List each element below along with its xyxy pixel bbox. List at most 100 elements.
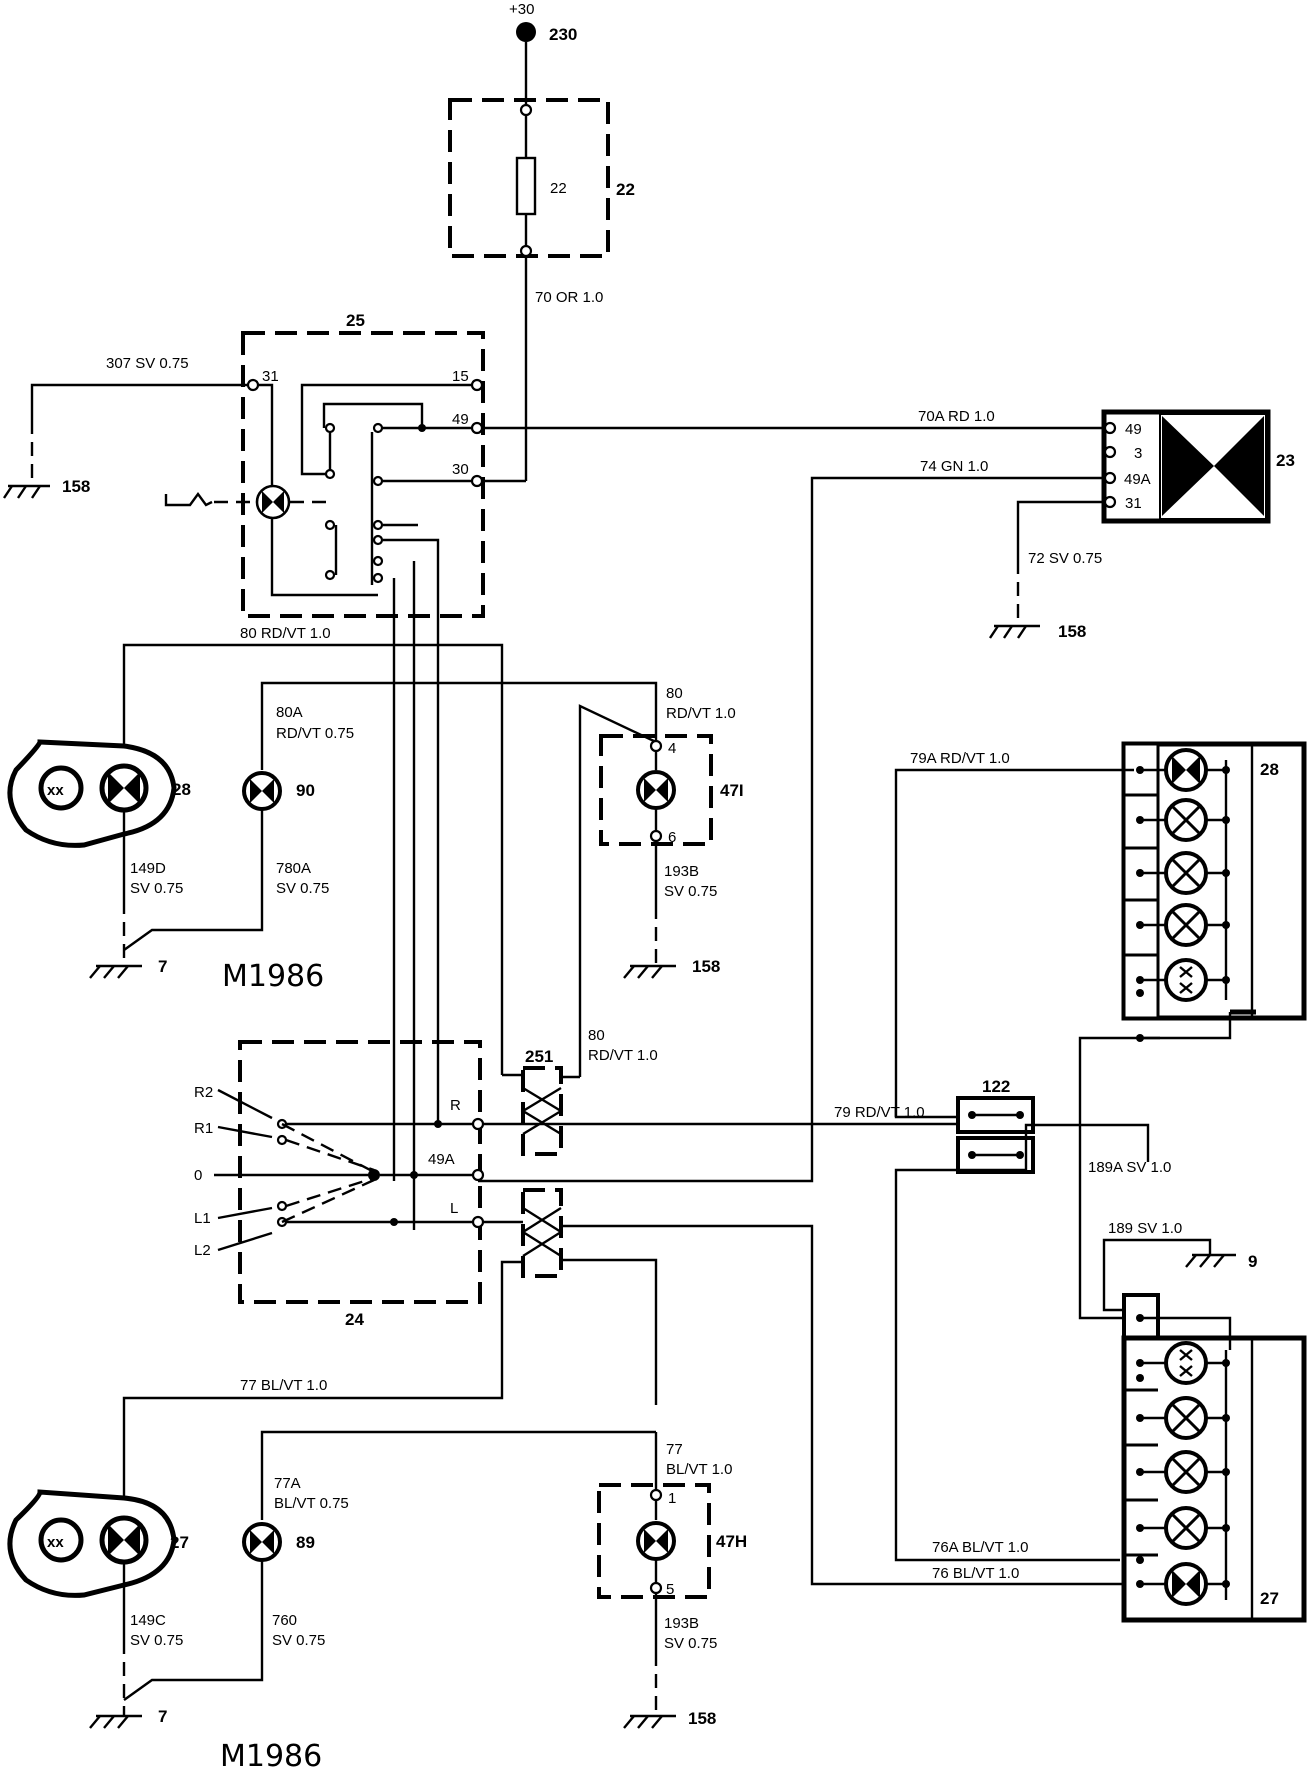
svg-text:xx: xx [47,1534,64,1551]
ground-9: 9 [1185,1252,1257,1271]
svg-text:L2: L2 [194,1242,211,1259]
supply-dot [516,22,536,42]
ground-158-bottom: 158 [623,1709,716,1729]
svg-text:5: 5 [666,1581,674,1598]
indicator-ref: 23 [1276,451,1295,470]
svg-text:122: 122 [982,1077,1010,1096]
svg-text:47I: 47I [720,781,744,800]
svg-text:193B: 193B [664,863,699,880]
wire-70a-label: 70A RD 1.0 [918,408,995,425]
connector-122: 122 [956,1077,1035,1174]
svg-text:SV 0.75: SV 0.75 [276,880,329,897]
svg-text:89: 89 [296,1533,315,1552]
svg-text:760: 760 [272,1612,297,1629]
svg-text:BL/VT 1.0: BL/VT 1.0 [666,1461,732,1478]
svg-text:49A: 49A [1124,471,1151,488]
rear-left-cluster-27: 27 [1121,1293,1307,1623]
rear-left-bulb-3 [1136,1450,1230,1494]
svg-text:1: 1 [668,1490,676,1507]
rear-right-bulb-1 [1136,748,1230,792]
wire-70-label: 70 OR 1.0 [535,289,603,306]
wire-79-label: 79 RD/VT 1.0 [834,1104,925,1121]
fuse-element [515,156,537,216]
rear-right-bulb-5 [1136,958,1230,1002]
svg-text:9: 9 [1248,1252,1257,1271]
rear-left-bulb-4 [1136,1506,1230,1550]
wire-74-label: 74 GN 1.0 [920,458,988,475]
connector-left [520,1188,564,1278]
svg-text:RD/VT 1.0: RD/VT 1.0 [666,705,736,722]
wire-79a-label: 79A RD/VT 1.0 [910,750,1010,767]
wire-189a-label: 189A SV 1.0 [1088,1159,1171,1176]
flasher-relay-25: 25 31 15 49 30 [164,311,485,618]
svg-text:SV 0.75: SV 0.75 [664,1635,717,1652]
ground-7-bottom: 7 [89,1707,167,1729]
svg-text:3: 3 [1134,445,1142,462]
svg-text:24: 24 [345,1310,364,1329]
front-left-lamp-27: xx 27 [7,1489,189,1598]
model-label-bottom: M1986 [220,1739,322,1774]
svg-text:7: 7 [158,957,167,976]
svg-text:158: 158 [692,957,720,976]
svg-text:158: 158 [688,1709,716,1728]
ground-158-mid: 158 [623,957,720,979]
relay-pin-15: 15 [452,368,469,385]
connector-251: 251 [520,1047,564,1156]
wire-76-label: 76 BL/VT 1.0 [932,1565,1019,1582]
rear-right-cluster-28: 28 [1121,741,1307,1021]
svg-text:49A: 49A [428,1151,455,1168]
svg-text:0: 0 [194,1167,202,1184]
svg-text:49: 49 [1125,421,1142,438]
turn-signal-switch-24: 24 R2 R1 0 L1 L2 R 49A L [194,1040,485,1329]
side-marker-47h: 1 5 47H [597,1483,747,1599]
fuse-box-22: 22 22 [448,98,635,258]
svg-text:SV 0.75: SV 0.75 [272,1632,325,1649]
svg-text:158: 158 [62,477,90,496]
wire-307-label: 307 SV 0.75 [106,355,189,372]
wire-72-label: 72 SV 0.75 [1028,550,1102,567]
rear-left-bulb-1 [1136,1341,1230,1385]
wire-189-label: 189 SV 1.0 [1108,1220,1182,1237]
svg-text:80: 80 [666,685,683,702]
svg-text:47H: 47H [716,1532,747,1551]
ground-158-left: 158 [3,477,90,499]
svg-text:27: 27 [170,1533,189,1552]
svg-text:R2: R2 [194,1084,213,1101]
wire-77-label: 77 BL/VT 1.0 [240,1377,327,1394]
rear-right-bulb-2 [1136,798,1230,842]
svg-text:RD/VT 0.75: RD/VT 0.75 [276,725,354,742]
svg-text:RD/VT 1.0: RD/VT 1.0 [588,1047,658,1064]
svg-text:77: 77 [666,1441,683,1458]
svg-text:251: 251 [525,1047,553,1066]
wire-80-top-label: 80 RD/VT 1.0 [240,625,331,642]
svg-text:BL/VT 0.75: BL/VT 0.75 [274,1495,349,1512]
svg-text:7: 7 [158,1707,167,1726]
svg-text:R1: R1 [194,1120,213,1137]
svg-text:L1: L1 [194,1210,211,1227]
relay-ref: 25 [346,311,365,330]
fuse-box-ref: 22 [616,180,635,199]
rear-right-bulb-4 [1136,903,1230,947]
fuse-label: 22 [550,180,567,197]
side-lamp-90: 90 [242,771,315,811]
relay-pin-31: 31 [262,368,279,385]
relay-pin-30: 30 [452,461,469,478]
rear-left-bulb-2 [1136,1396,1230,1440]
svg-text:90: 90 [296,781,315,800]
svg-text:L: L [450,1200,458,1217]
svg-text:6: 6 [668,829,676,846]
svg-text:149D: 149D [130,860,166,877]
indicator-lamp-23: 49 3 49A 31 23 [1101,409,1295,524]
front-right-lamp-28: xx 28 [7,739,191,848]
svg-text:31: 31 [1125,495,1142,512]
ground-7-top: 7 [89,957,167,979]
svg-text:SV 0.75: SV 0.75 [130,880,183,897]
side-lamp-89: 89 [242,1522,315,1562]
svg-text:28: 28 [172,780,191,799]
wire-76a-label: 76A BL/VT 1.0 [932,1539,1028,1556]
svg-text:193B: 193B [664,1615,699,1632]
supply-label: +30 [509,1,534,18]
relay-pin-49: 49 [452,411,469,428]
svg-text:158: 158 [1058,622,1086,641]
